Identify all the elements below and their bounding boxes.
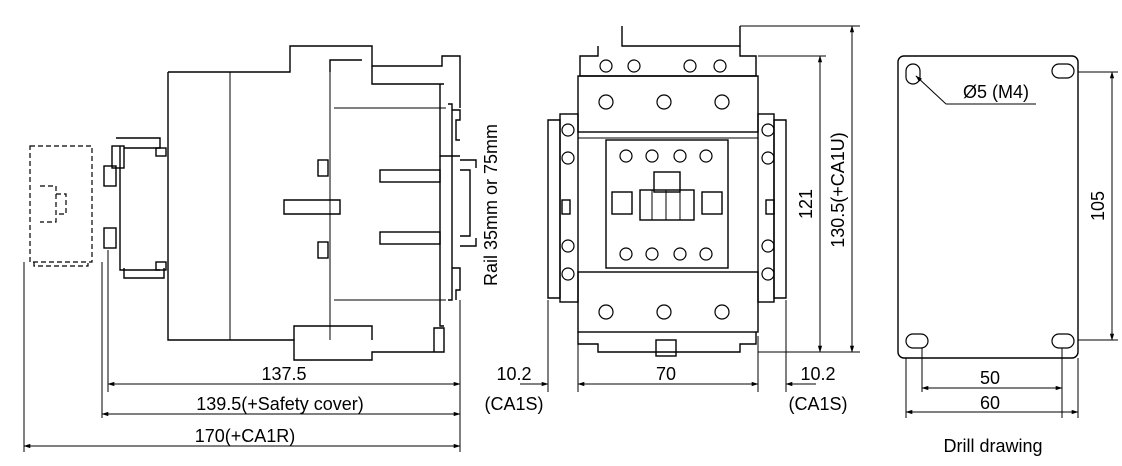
drill-dim-60: 60 <box>980 393 1000 413</box>
dim-70: 70 <box>656 364 676 384</box>
drill-dim-50: 50 <box>980 368 1000 388</box>
dim-170: 170(+CA1R) <box>195 426 296 446</box>
side-view: Rail 35mm or 75mm 137.5 139.5(+Safety co… <box>23 45 501 452</box>
drill-dim-105: 105 <box>1088 191 1108 221</box>
connector-clips <box>103 137 167 279</box>
front-dimensions <box>520 25 860 392</box>
drill-hole-tr <box>1051 63 1075 79</box>
side-body <box>167 45 477 361</box>
dim-139-5: 139.5(+Safety cover) <box>196 394 364 414</box>
dim-121: 121 <box>796 189 816 219</box>
dim-right-10-2: 10.2 <box>800 364 835 384</box>
dim-130-5: 130.5(+CA1U) <box>828 132 848 248</box>
front-view: 70 10.2 (CA1S) 10.2 (CA1S) 121 130.5(+CA… <box>484 25 860 414</box>
dim-137-5: 137.5 <box>261 364 306 384</box>
side-dimensions <box>23 250 461 452</box>
left-side-module <box>547 113 579 303</box>
right-side-module <box>757 113 787 303</box>
rail-label: Rail 35mm or 75mm <box>481 124 501 286</box>
drill-hole-bl <box>905 333 929 349</box>
drill-caption: Drill drawing <box>943 436 1042 456</box>
drill-hole-br <box>1051 333 1075 349</box>
dim-right-note: (CA1S) <box>788 394 847 414</box>
drill-hole-tl <box>905 63 921 85</box>
aux-block-dashed <box>29 145 93 267</box>
hole-label: Ø5 (M4) <box>963 82 1029 102</box>
dim-left-note: (CA1S) <box>484 394 543 414</box>
drill-drawing: Ø5 (M4) 50 60 105 Drill drawing <box>897 55 1118 456</box>
dim-left-10-2: 10.2 <box>496 364 531 384</box>
